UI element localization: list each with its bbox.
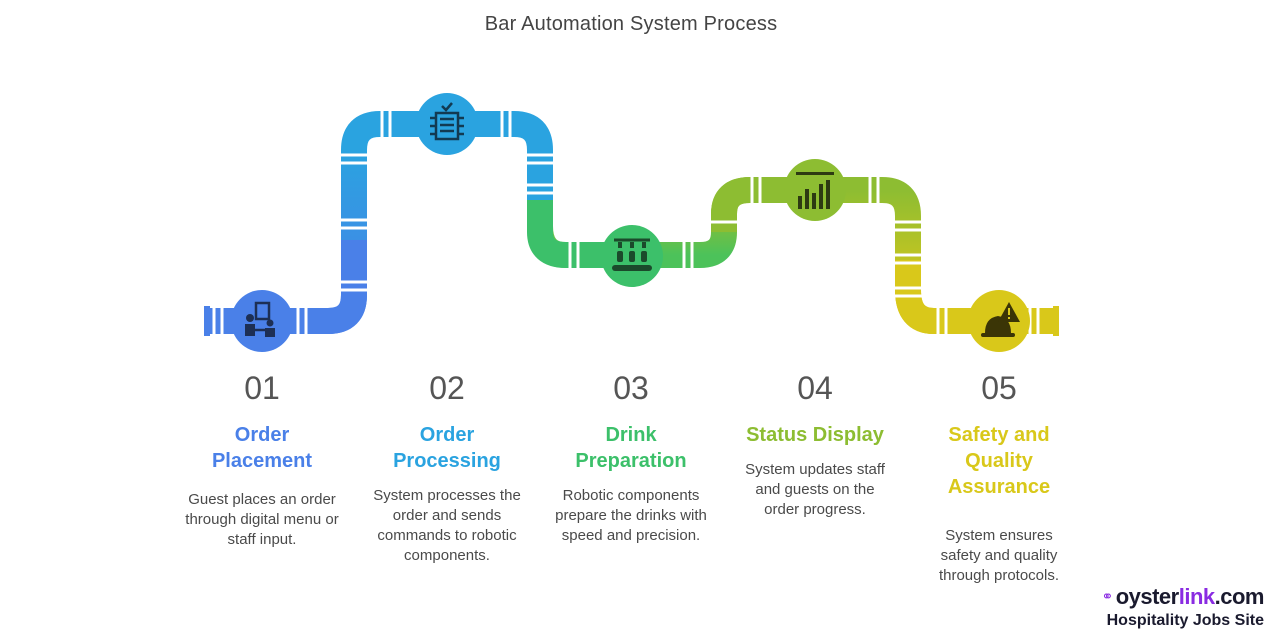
pipe-segment-01 [210, 150, 367, 334]
pipe-segment-02 [341, 111, 553, 230]
node-05 [968, 290, 1030, 352]
bar-chart-display-icon [796, 172, 834, 209]
diagram-title: Bar Automation System Process [484, 13, 778, 35]
step-title: Drink Preparation [575, 424, 687, 472]
bottling-line-icon [612, 238, 652, 271]
link-icon: ⚭ [1101, 588, 1113, 604]
node-01 [231, 290, 293, 352]
processor-chip-icon [430, 102, 464, 141]
step-01: 01 Order Placement Guest places an order… [170, 366, 354, 550]
step-number: 04 [797, 370, 833, 406]
step-03: 03 Drink Preparation Robotic components … [539, 366, 723, 546]
step-title: Status Display [746, 424, 884, 446]
node-04 [784, 159, 846, 221]
step-number: 05 [981, 370, 1017, 406]
hard-hat-warning-icon [981, 302, 1020, 337]
node-02 [416, 93, 478, 155]
step-02: 02 Order Processing System processes the… [355, 366, 539, 566]
step-04: 04 Status Display System updates staff a… [723, 366, 907, 520]
brand-watermark: ⚭oysterlink.com Hospitality Jobs Site [1101, 584, 1264, 630]
step-number: 03 [613, 370, 649, 406]
step-description: Guest places an order through digital me… [185, 491, 339, 548]
step-title: Order Placement [211, 424, 313, 472]
step-description: System ensures safety and quality throug… [938, 527, 1060, 584]
brand-logo: ⚭oysterlink.com [1101, 584, 1264, 609]
step-description: System updates staff and guests on the o… [745, 461, 885, 518]
brand-tagline: Hospitality Jobs Site [1106, 612, 1264, 629]
step-number: 02 [429, 370, 465, 406]
step-description: System processes the order and sends com… [373, 487, 521, 564]
step-title: Order Processing [393, 424, 501, 472]
node-03 [601, 225, 663, 287]
step-title: Safety and Quality Assurance [947, 424, 1051, 498]
step-05: 05 Safety and Quality Assurance System e… [907, 366, 1091, 586]
step-description: Robotic components prepare the drinks wi… [555, 487, 707, 544]
step-number: 01 [244, 370, 280, 406]
person-kiosk-icon [245, 301, 275, 337]
